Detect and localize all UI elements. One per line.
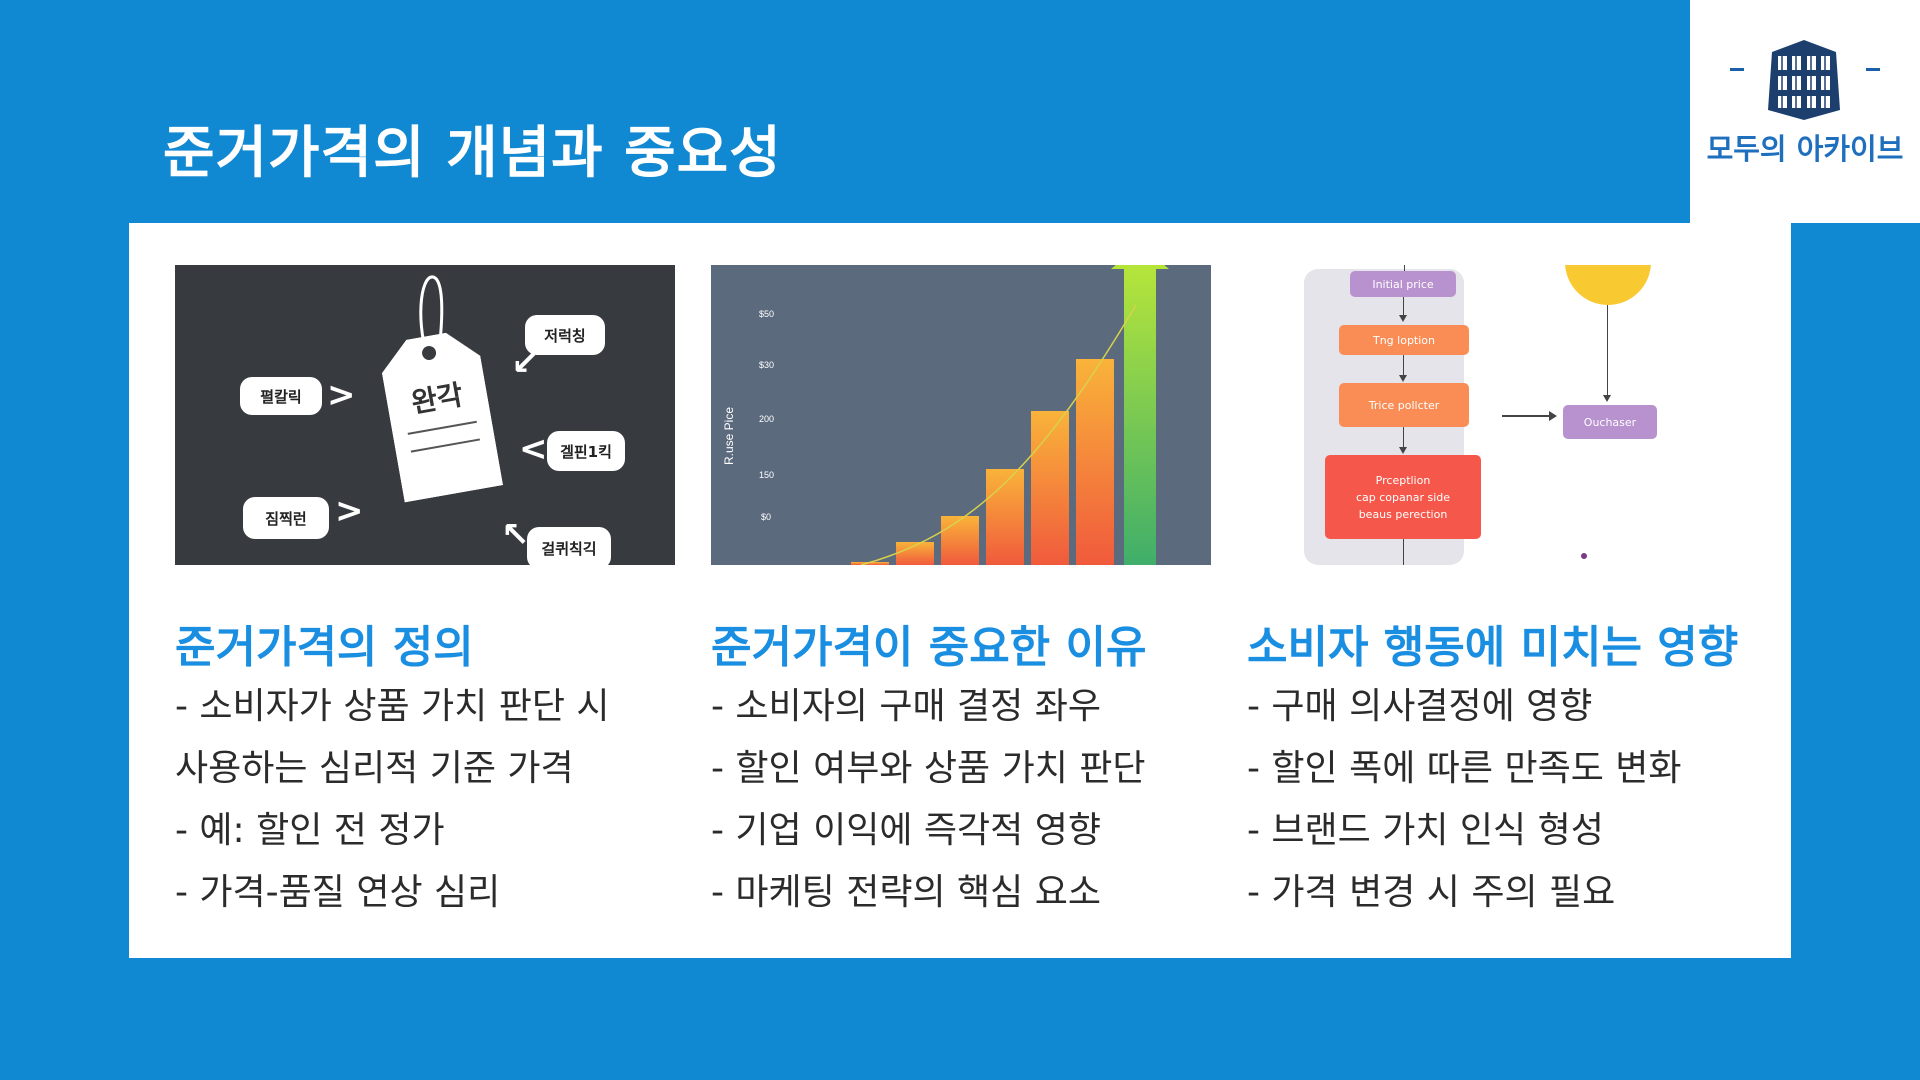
column-heading: 준거가격이 중요한 이유 [711,622,1147,673]
arrow-right-icon [1549,411,1557,421]
logo-text: 모두의 아카이브 [1706,132,1904,166]
arrow-right-icon: > [335,491,364,531]
bullet-item: - 예: 할인 전 정가 [175,810,445,851]
y-tick-label: 200 [759,414,774,424]
dot-icon [1581,553,1587,559]
bullet-item: - 소비자의 구매 결정 좌우 [711,686,1101,727]
flow-box-red: Prceptlion cap copanar side beaus perect… [1325,455,1481,539]
label-bubble: 겔핀1킥 [547,431,625,471]
connector [1403,297,1404,317]
arrow-corner-icon: ↖ [501,515,530,555]
logo: 모두의 아카이브 [1690,0,1920,223]
logo-dash-right [1866,68,1880,71]
bullet-item: - 가격 변경 시 주의 필요 [1247,872,1616,913]
tag-label: 완각 [408,378,466,420]
label-bubble: 저럭칭 [525,315,605,355]
bullet-item: - 구매 의사결정에 영향 [1247,686,1593,727]
column-heading: 준거가격의 정의 [175,622,474,673]
tag-hole [421,345,437,361]
connector [1502,415,1550,417]
growth-bars [851,359,1114,565]
growth-chart-illustration: R.use Pice $50 $30 200 150 $0 [711,265,1211,565]
bullet-item: - 브랜드 가치 인식 형성 [1247,810,1604,851]
y-tick-label: $0 [761,512,771,522]
trend-curve [860,304,1137,565]
flow-box-line: Prceptlion [1375,473,1431,487]
bullet-item: - 할인 폭에 따른 만족도 변화 [1247,748,1682,789]
flow-box-purple: Ouchaser [1563,405,1657,439]
sun-circle [1565,265,1651,305]
bullet-item: - 가격-품질 연상 심리 [175,872,501,913]
bullet-list: - 소비자가 상품 가치 판단 시 사용하는 심리적 기준 가격 - 예: 할인… [175,676,610,924]
arrow-down-icon [1603,395,1611,402]
bullet-item: - 할인 여부와 상품 가치 판단 [711,748,1146,789]
flow-box-orange: Trice pollcter [1339,383,1469,427]
column-heading: 소비자 행동에 미치는 영향 [1247,622,1739,673]
arrow-right-icon: > [327,375,356,415]
bullet-item: - 소비자가 상품 가치 판단 시 [175,686,610,727]
library-building-icon [1768,40,1840,120]
flowchart-illustration: Initial price Tng loption Trice pollcter… [1247,265,1747,565]
growth-arrow-shaft [1124,265,1156,565]
bullet-item: - 마케팅 전략의 핵심 요소 [711,872,1101,913]
arrow-corner-icon: ↙ [511,343,540,383]
connector [1403,355,1404,377]
logo-dash-left [1730,68,1744,71]
bullet-list: - 소비자의 구매 결정 좌우 - 할인 여부와 상품 가치 판단 - 기업 이… [711,676,1146,924]
label-bubble: 짐찍런 [243,497,329,539]
arrow-down-icon [1399,315,1407,322]
bullet-list: - 구매 의사결정에 영향 - 할인 폭에 따른 만족도 변화 - 브랜드 가치… [1247,676,1682,924]
tag-line [408,421,477,435]
arrow-up-icon [1111,265,1169,269]
tag-string [419,275,444,366]
flow-box-line: beaus perection [1358,507,1448,521]
arrow-down-icon [1399,447,1407,454]
y-tick-label: $30 [759,360,774,370]
bullet-item: - 기업 이익에 즉각적 영향 [711,810,1101,851]
connector [1403,427,1404,449]
y-tick-label: $50 [759,309,774,319]
flow-box-line: cap copanar side [1355,490,1451,504]
label-bubble: 걸퀴칙긱 [527,527,611,565]
content-card: 완각 펼칼릭 저럭칭 겔핀1킥 짐찍런 걸퀴칙긱 > > < ↙ ↖ 준거가격의… [129,223,1791,958]
y-tick-label: 150 [759,470,774,480]
connector [1607,305,1608,397]
tag-line [411,438,480,452]
slide-title: 준거가격의 개념과 중요성 [163,121,782,186]
flow-box-purple: Initial price [1350,271,1456,297]
connector [1403,539,1404,565]
y-axis-label: R.use Pice [722,407,736,465]
bullet-item: 사용하는 심리적 기준 가격 [175,748,574,789]
connector [1404,265,1405,271]
arrow-down-icon [1399,375,1407,382]
label-bubble: 펼칼릭 [240,377,322,415]
price-tag-illustration: 완각 펼칼릭 저럭칭 겔핀1킥 짐찍런 걸퀴칙긱 > > < ↙ ↖ [175,265,675,565]
arrow-left-icon: < [519,429,548,469]
flow-box-orange: Tng loption [1339,325,1469,355]
